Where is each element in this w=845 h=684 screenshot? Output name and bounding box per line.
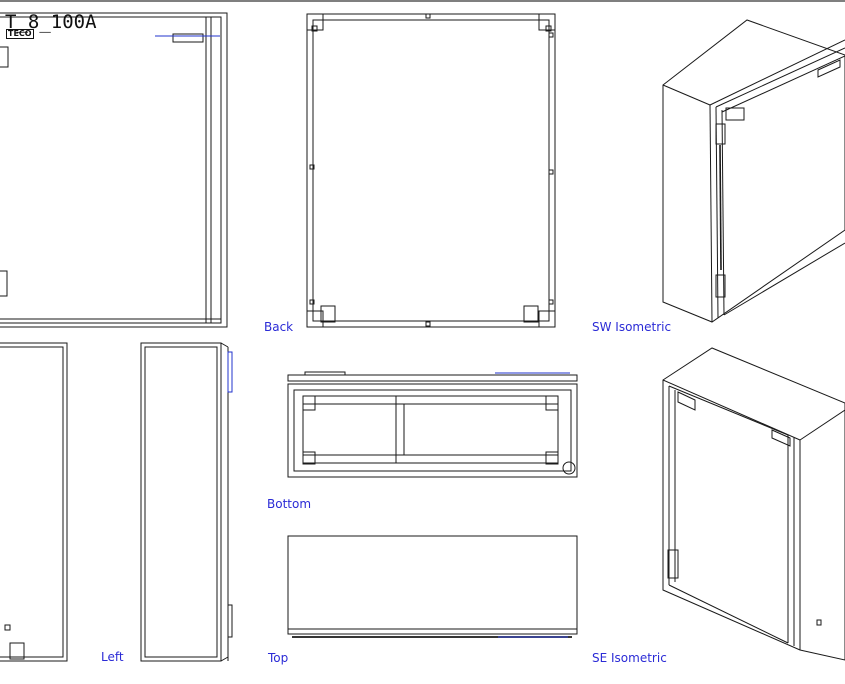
top-view [287, 535, 578, 638]
view-label-bottom: Bottom [267, 497, 312, 511]
view-label-se-isometric: SE Isometric [592, 651, 667, 665]
sw-isometric-view [662, 19, 845, 323]
left-view [140, 342, 233, 662]
view-label-top: Top [268, 651, 289, 665]
side-view-partial [0, 342, 68, 662]
front-view [0, 12, 228, 328]
view-label-left: Left [101, 650, 124, 664]
view-label-back: Back [264, 320, 294, 334]
brand-logo: TECO [6, 29, 34, 39]
drawing-title: T_8_100A [5, 11, 97, 33]
view-label-sw-isometric: SW Isometric [592, 320, 672, 334]
back-view [306, 13, 556, 328]
bottom-view [287, 371, 578, 478]
se-isometric-view [662, 347, 845, 661]
